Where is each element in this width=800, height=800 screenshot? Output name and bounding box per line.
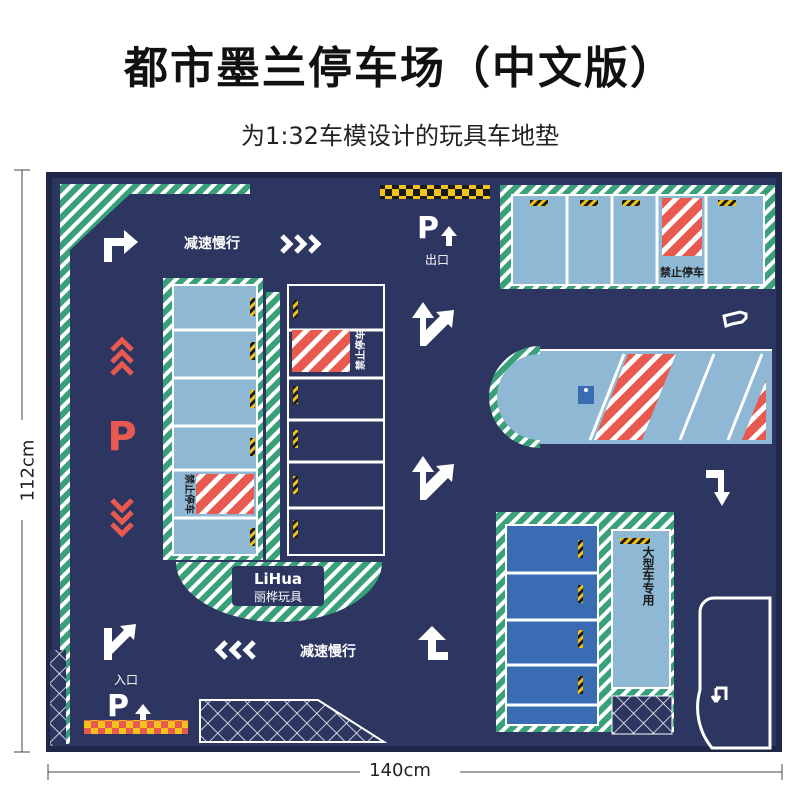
- logo-name: LiHua: [254, 570, 302, 588]
- turn-down-arrow-icon: [706, 470, 730, 506]
- fork-arrow-icon-bottom-left: [104, 624, 136, 660]
- page-subtitle: 为1:32车模设计的玩具车地垫: [241, 122, 559, 150]
- disabled-icon-head: [584, 388, 588, 392]
- exit-label: 出口: [425, 253, 449, 267]
- rounded-parking-lane: [489, 346, 772, 448]
- logo-badge: [232, 566, 324, 606]
- slow-down-label-top: 减速慢行: [184, 235, 240, 252]
- exit-parking-sign: P: [417, 211, 439, 246]
- checker-strip-bottom: [84, 720, 188, 734]
- entrance-label: 入口: [114, 673, 138, 687]
- top-right-parking-block: [500, 185, 775, 289]
- fork-arrow-icon-upper: [412, 302, 454, 346]
- entrance-parking-sign: P: [107, 689, 129, 724]
- curved-lane-marking: [696, 596, 772, 750]
- bottom-right-parking-block: [496, 512, 674, 735]
- slow-down-label-bottom: 减速慢行: [300, 643, 356, 660]
- chevron-right-icons-top: [280, 234, 322, 254]
- turn-right-arrow-icon: [104, 230, 138, 262]
- down-chevron-icons-red: [110, 498, 134, 538]
- checker-strip-top: [380, 185, 490, 199]
- large-vehicle-only-label: 大型车专用: [641, 545, 655, 607]
- left-edge-stripe: [60, 184, 70, 744]
- parking-letter-large: P: [107, 414, 136, 460]
- width-dimension-label: 140cm: [369, 760, 431, 781]
- fork-arrow-icon-lower: [412, 456, 454, 500]
- ramp-grid: [199, 699, 388, 743]
- no-parking-label-left: 禁止停车: [183, 473, 196, 514]
- turn-up-arrow-icon: [418, 626, 448, 660]
- u-turn-arrow-icon-top: [722, 310, 748, 328]
- up-arrow-icon-entrance: [135, 704, 151, 724]
- top-edge-stripe: [60, 184, 250, 194]
- dimension-lines: [14, 169, 783, 780]
- no-parking-label-middle: 禁止停车: [354, 330, 367, 371]
- central-parking-block: [163, 278, 385, 560]
- corner-stripe: [70, 194, 130, 250]
- up-arrow-icon: [441, 226, 457, 246]
- chevron-left-icons-bottom: [214, 640, 256, 660]
- logo-subtitle: 丽桦玩具: [254, 589, 302, 604]
- u-turn-arrow-icon-bottom: [710, 686, 728, 703]
- no-parking-label-top-right: 禁止停车: [660, 265, 704, 279]
- height-dimension-label: 112cm: [17, 439, 39, 502]
- up-chevron-icons-red: [110, 336, 134, 376]
- disabled-parking-icon: [578, 386, 594, 404]
- left-grid-strip: [50, 650, 66, 746]
- page-title: 都市墨兰停车场（中文版）: [124, 43, 676, 94]
